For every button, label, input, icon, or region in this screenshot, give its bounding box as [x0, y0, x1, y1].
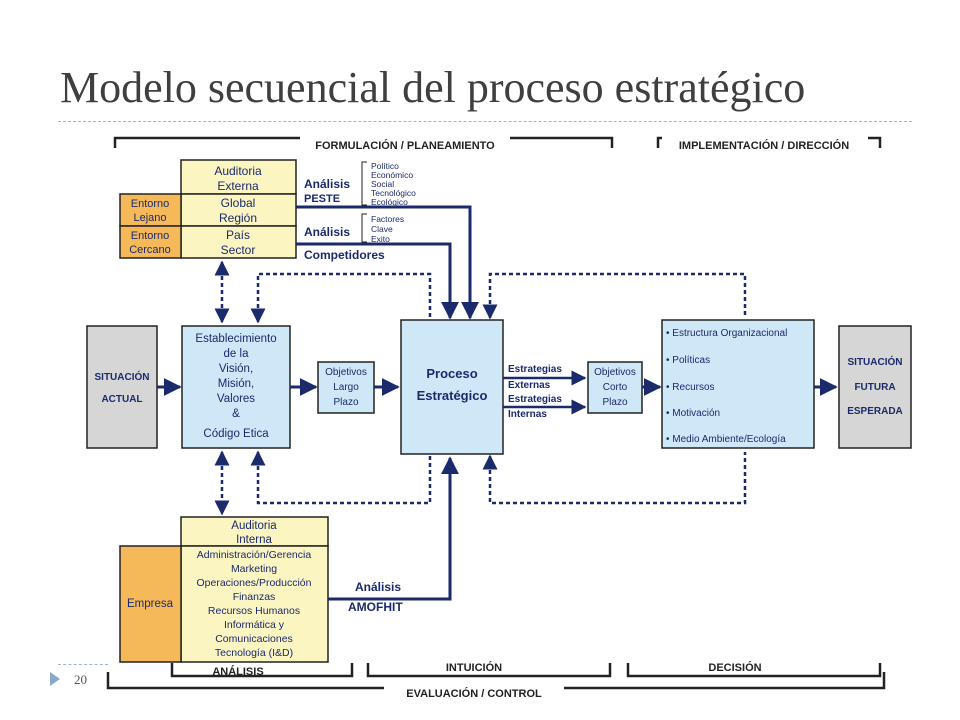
amofhit-label-1: Análisis [355, 580, 401, 594]
externa-row-region: Región [219, 211, 257, 225]
peste-item-politico: Político [371, 161, 399, 171]
interna-item-2: Marketing [231, 563, 277, 575]
proceso-line-2: Estratégico [417, 388, 488, 403]
arrow-amofhit-proceso [328, 456, 459, 601]
auditoria-externa: Auditoria Externa Global Región País Sec… [119, 159, 297, 259]
obj-corto-box [587, 361, 643, 414]
peste-label-1: Análisis [304, 177, 350, 191]
estrategias-4: Internas [508, 409, 547, 420]
obj-largo-1: Objetivos [325, 367, 367, 378]
vision-line-6: & [232, 408, 240, 420]
bracket-evaluacion-label: EVALUACIÓN / CONTROL [406, 687, 542, 700]
interna-item-3: Operaciones/Producción [197, 577, 312, 589]
bracket-intuicion-label: INTUICIÓN [446, 661, 502, 674]
peste-item-tecnologico: Tecnológico [371, 188, 416, 198]
arrow-peste-proceso [296, 205, 479, 320]
situacion-futura-3: ESPERADA [847, 406, 903, 417]
proceso-box [400, 319, 504, 455]
page-number: 20 [74, 672, 87, 687]
obj-corto-2: Corto [603, 382, 628, 393]
peste-item-social: Social [371, 179, 394, 189]
interna-header-2: Interna [236, 534, 272, 546]
situacion-futura-box [838, 325, 912, 449]
vision-line-4: Misión, [218, 378, 254, 390]
externa-row-pais: País [226, 228, 250, 242]
feedback-loops [214, 260, 747, 516]
vision-line-1: Establecimiento [195, 333, 276, 345]
externa-header-1: Auditoria [214, 164, 262, 178]
bracket-analisis-label: ANÁLISIS [212, 665, 263, 678]
bullet-triangle-icon [50, 672, 60, 686]
obj-largo-3: Plazo [333, 397, 358, 408]
vision-line-3: Visión, [219, 363, 253, 375]
interna-item-1: Administración/Gerencia [197, 549, 312, 561]
impl-item-politicas: • Políticas [666, 355, 710, 366]
externa-header-2: Externa [217, 179, 259, 193]
situacion-actual-1: SITUACIÓN [95, 370, 150, 383]
interna-item-7: Comunicaciones [215, 633, 293, 645]
auditoria-interna: Auditoria Interna Administración/Gerenci… [119, 516, 329, 663]
interna-item-4: Finanzas [233, 591, 276, 603]
interna-item-5: Recursos Humanos [208, 605, 300, 617]
bracket-formulacion-label: FORMULACIÓN / PLANEAMIENTO [315, 139, 495, 152]
factores-item-clave: Clave [371, 224, 393, 234]
implementacion-box [661, 319, 815, 449]
obj-corto-1: Objetivos [594, 367, 636, 378]
peste-item-economico: Económico [371, 170, 413, 180]
situacion-futura-1: SITUACIÓN [848, 355, 903, 368]
bracket-decision-label: DECISIÓN [708, 661, 761, 674]
bracket-intuicion [366, 663, 612, 678]
amofhit-label-2: AMOFHIT [348, 600, 403, 614]
slide-title: Modelo secuencial del proceso estratégic… [60, 63, 806, 112]
factores-label: Análisis [304, 225, 350, 239]
situacion-futura-2: FUTURA [854, 382, 895, 393]
entorno-lejano-1: Entorno [131, 198, 170, 210]
situacion-actual-2: ACTUAL [101, 394, 142, 405]
peste-label-2: PESTE [304, 193, 340, 205]
analisis-peste: Análisis PESTE Político Económico Social… [304, 161, 416, 207]
obj-largo-2: Largo [333, 382, 359, 393]
analisis-factores: Análisis Factores Clave Exito Competidor… [304, 213, 404, 262]
obj-corto-3: Plazo [602, 397, 627, 408]
externa-row-global: Global [221, 196, 256, 210]
bracket-analisis [170, 663, 354, 678]
interna-item-8: Tecnología (I&D) [215, 647, 293, 659]
competidores-label: Competidores [304, 248, 385, 262]
impl-item-estructura: • Estructura Organizacional [666, 328, 787, 339]
footer-divider [58, 664, 108, 665]
entorno-cercano-2: Cercano [129, 244, 171, 256]
entorno-lejano-2: Lejano [133, 212, 166, 224]
estrategias-2: Externas [508, 380, 551, 391]
peste-item-ecologico: Ecológico [371, 197, 408, 207]
situacion-actual-box [86, 325, 158, 449]
entorno-cercano-1: Entorno [131, 230, 170, 242]
vision-line-7: Código Etica [203, 428, 269, 440]
arrow-factores-proceso [296, 242, 459, 320]
interna-item-6: Informática y [224, 619, 285, 631]
vision-line-5: Valores [217, 393, 255, 405]
externa-row-sector: Sector [221, 243, 256, 257]
impl-item-recursos: • Recursos [666, 382, 715, 393]
factores-item-factores: Factores [371, 214, 404, 224]
vision-line-2: de la [224, 348, 250, 360]
estrategias-3: Estrategias [508, 394, 562, 405]
impl-item-medio-ambiente: • Medio Ambiente/Ecología [666, 434, 786, 445]
empresa-label: Empresa [127, 598, 174, 610]
obj-largo-box [317, 361, 375, 414]
factores-item-exito: Exito [371, 234, 390, 244]
proceso-line-1: Proceso [426, 366, 477, 381]
title-divider [58, 121, 912, 122]
impl-item-motivacion: • Motivación [666, 408, 720, 419]
estrategias-1: Estrategias [508, 364, 562, 375]
interna-header-1: Auditoria [231, 520, 277, 532]
bracket-decision [626, 663, 882, 678]
bracket-implementacion-label: IMPLEMENTACIÓN / DIRECCIÓN [679, 139, 849, 152]
